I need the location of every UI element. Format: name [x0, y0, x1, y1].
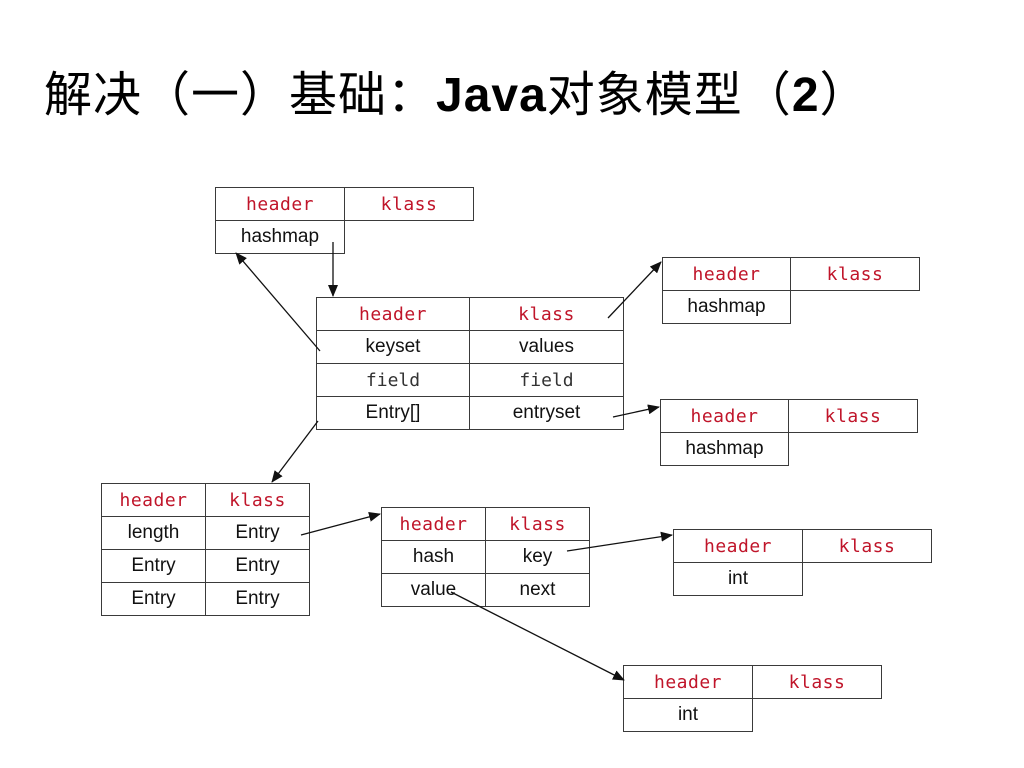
- header-cell: header: [660, 399, 789, 433]
- arrow-entryset-to-hashmap: [612, 404, 660, 418]
- arrow-key-to-int: [566, 531, 673, 552]
- title-close: ）: [819, 67, 869, 123]
- object-entry: header klass hash key value next: [381, 507, 590, 607]
- object-hashmap-top: header klass hashmap: [215, 187, 474, 254]
- value-cell: value: [381, 573, 486, 607]
- klass-cell: klass: [788, 399, 918, 433]
- klass-cell: klass: [344, 187, 474, 221]
- arrow-array-entry-to-entry: [300, 511, 381, 536]
- length-cell: length: [101, 516, 206, 550]
- entry-cell: Entry: [205, 582, 310, 616]
- object-hashmap-entryset: header klass hashmap: [660, 399, 918, 466]
- klass-cell: klass: [790, 257, 920, 291]
- hashmap-cell: hashmap: [215, 220, 345, 254]
- header-cell: header: [316, 297, 470, 331]
- entry-array-cell: Entry[]: [316, 396, 470, 430]
- title-java: Java: [436, 69, 547, 122]
- title-prefix: 解决（一）基础：: [44, 67, 437, 123]
- entryset-cell: entryset: [469, 396, 624, 430]
- object-entry-array: header klass length Entry Entry Entry En…: [101, 483, 310, 616]
- field-cell: field: [469, 363, 624, 397]
- title-suffix: 对象模型（: [546, 67, 792, 123]
- object-hashmap-main: header klass keyset values field field E…: [316, 297, 624, 430]
- key-cell: key: [485, 540, 590, 574]
- klass-cell: klass: [752, 665, 882, 699]
- object-int-value: header klass int: [623, 665, 882, 732]
- slide-title: 解决（一）基础：Java对象模型（2）: [44, 60, 869, 131]
- header-cell: header: [215, 187, 345, 221]
- klass-cell: klass: [485, 507, 590, 541]
- klass-cell: klass: [802, 529, 932, 563]
- header-cell: header: [673, 529, 803, 563]
- next-cell: next: [485, 573, 590, 607]
- arrow-values-to-hashmap: [607, 261, 662, 319]
- title-number: 2: [791, 69, 820, 122]
- header-cell: header: [381, 507, 486, 541]
- entry-cell: Entry: [205, 516, 310, 550]
- object-int-key: header klass int: [673, 529, 932, 596]
- values-cell: values: [469, 330, 624, 364]
- klass-cell: klass: [469, 297, 624, 331]
- hashmap-cell: hashmap: [660, 432, 789, 466]
- hashmap-cell: hashmap: [662, 290, 791, 324]
- arrow-entry-array-to-array: [271, 420, 319, 483]
- object-hashmap-values: header klass hashmap: [662, 257, 920, 324]
- entry-cell: Entry: [101, 582, 206, 616]
- arrow-keyset-to-hashmap: [235, 252, 321, 352]
- int-cell: int: [623, 698, 753, 732]
- header-cell: header: [662, 257, 791, 291]
- klass-cell: klass: [205, 483, 310, 517]
- int-cell: int: [673, 562, 803, 596]
- field-cell: field: [316, 363, 470, 397]
- arrow-value-to-int: [450, 591, 625, 681]
- header-cell: header: [101, 483, 206, 517]
